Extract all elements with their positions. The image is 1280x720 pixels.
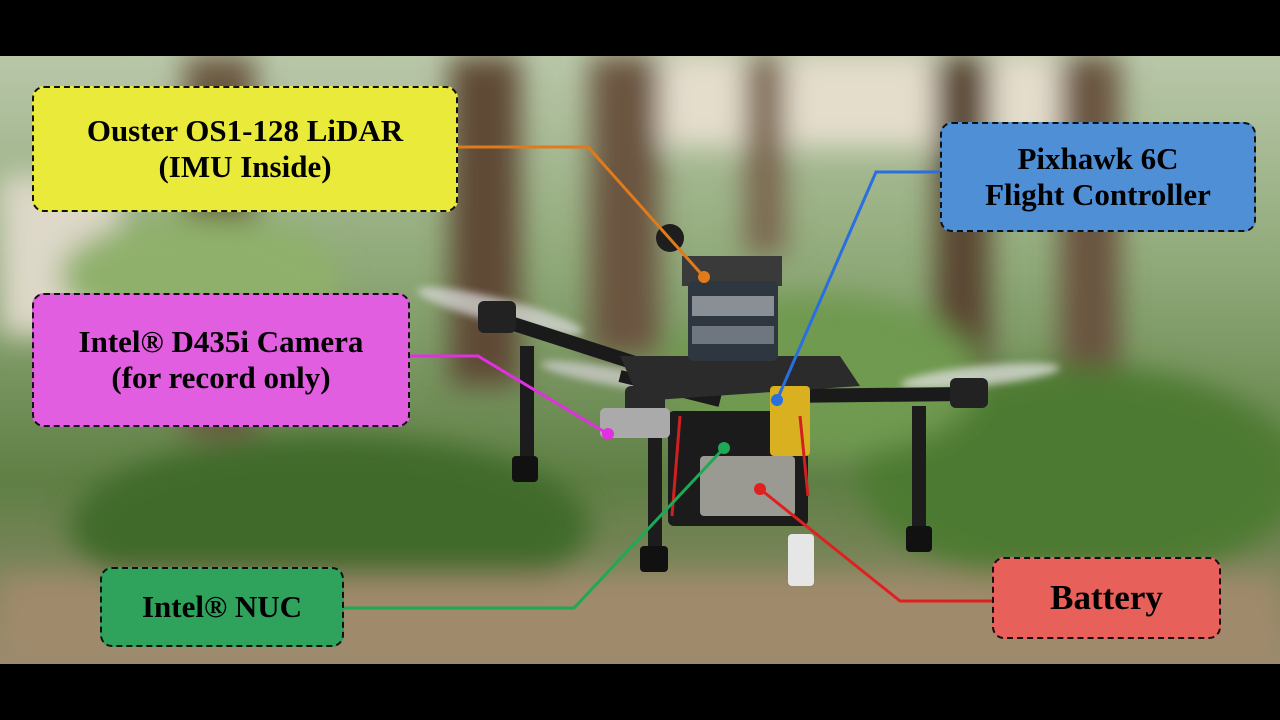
battery-label: Battery: [992, 557, 1221, 639]
nuc-label: Intel® NUC: [100, 567, 344, 647]
camera-label-line1: Intel® D435i Camera: [78, 324, 364, 360]
pixhawk-label: Pixhawk 6C Flight Controller: [940, 122, 1256, 232]
pixhawk-label-line1: Pixhawk 6C: [1017, 141, 1179, 177]
camera-label-line2: (for record only): [111, 360, 331, 395]
battery-label-line1: Battery: [1050, 577, 1163, 617]
lidar-label: Ouster OS1-128 LiDAR (IMU Inside): [32, 86, 458, 212]
camera-label: Intel® D435i Camera (for record only): [32, 293, 410, 427]
lidar-label-line1: Ouster OS1-128 LiDAR: [86, 113, 404, 149]
pixhawk-label-line2: Flight Controller: [985, 177, 1211, 212]
lidar-label-line2: (IMU Inside): [158, 149, 332, 184]
nuc-label-line1: Intel® NUC: [141, 589, 303, 625]
